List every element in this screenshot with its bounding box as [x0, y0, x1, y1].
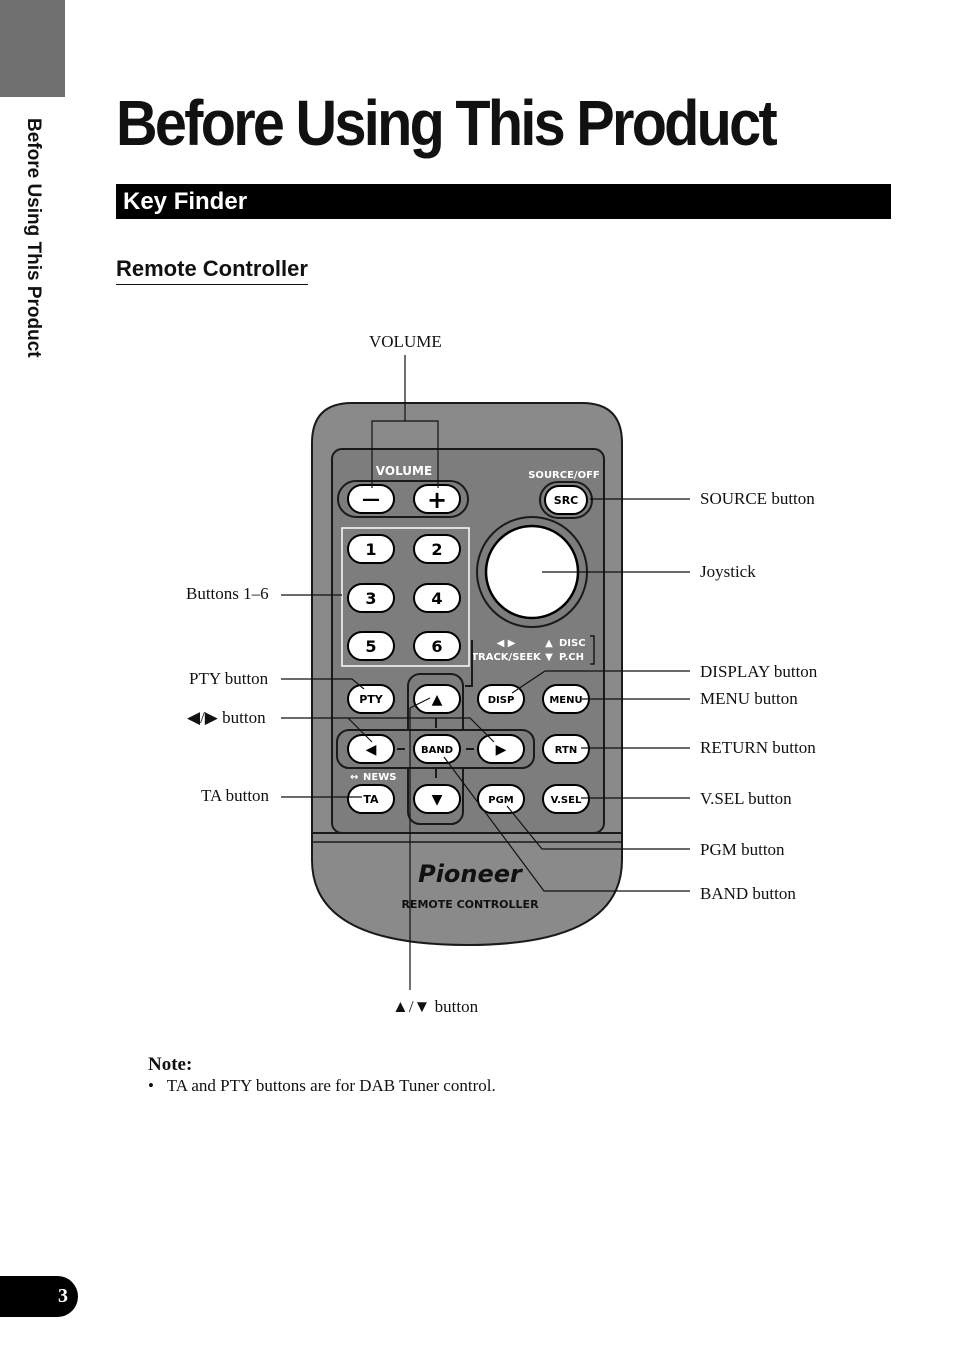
up-down-callout-line	[409, 697, 431, 990]
right-button	[477, 734, 525, 764]
callout-vsel-button: V.SEL button	[700, 789, 792, 808]
num-1-label: 1	[365, 540, 376, 559]
num-button-6	[413, 631, 461, 661]
rtn-button-label: RTN	[555, 745, 577, 756]
src-button-label: SRC	[554, 494, 578, 507]
display-callout-line	[511, 670, 690, 694]
num-2-label: 2	[431, 540, 442, 559]
callout-buttons-1-6: Buttons 1–6	[186, 584, 269, 603]
src-button	[544, 485, 588, 515]
pty-callout-line	[281, 678, 365, 690]
num-5-label: 5	[365, 637, 376, 656]
down-button-label: ▼	[432, 792, 443, 808]
num-4-label: 4	[431, 589, 442, 608]
panel-label-pch: P.CH	[559, 652, 584, 663]
pioneer-logo: Pioneer	[418, 860, 524, 888]
callout-ta-button: TA button	[201, 786, 270, 805]
callout-band-button: BAND button	[700, 884, 796, 903]
panel-label-source-off: SOURCE/OFF	[528, 470, 600, 481]
callout-return-button: RETURN button	[700, 738, 816, 757]
up-button	[413, 684, 461, 714]
callout-joystick: Joystick	[700, 562, 756, 581]
page-title: Before Using This Product	[116, 87, 778, 159]
pgm-button-label: PGM	[488, 795, 514, 806]
disc-up-glyph: ▲	[545, 638, 553, 649]
num-button-1	[347, 534, 395, 564]
callout-up-down-button: ▲/▼ button	[392, 997, 479, 1016]
news-arrow-glyph: ↔	[350, 772, 358, 783]
volume-callout-line	[371, 355, 439, 488]
note-item: • TA and PTY buttons are for DAB Tuner c…	[148, 1076, 496, 1095]
callout-source-button: SOURCE button	[700, 489, 815, 508]
num-button-3	[347, 583, 395, 613]
remote-model-label: REMOTE CONTROLLER	[401, 898, 539, 911]
ta-button	[347, 784, 395, 814]
up-button-label: ▲	[432, 692, 443, 708]
left-right-callout-line	[281, 717, 495, 743]
volume-minus-button	[347, 484, 395, 514]
left-button	[347, 734, 395, 764]
panel-label-disc: DISC	[559, 638, 586, 649]
pgm-callout-line	[506, 805, 690, 850]
band-button	[413, 734, 461, 764]
callout-pgm-button: PGM button	[700, 840, 785, 859]
left-button-label: ◀	[366, 742, 377, 758]
num-button-5	[347, 631, 395, 661]
right-button-label: ▶	[496, 742, 507, 758]
volume-plus-label: +	[427, 486, 447, 514]
num-button-4	[413, 583, 461, 613]
note-title: Note:	[148, 1054, 193, 1075]
vsel-button-label: V.SEL	[551, 795, 582, 806]
callout-lines	[281, 355, 690, 990]
page-number: 3	[0, 1276, 78, 1317]
num-button-2	[413, 534, 461, 564]
disp-button-label: DISP	[488, 695, 515, 706]
disc-down-glyph: ▼	[545, 652, 553, 663]
panel-label-news: NEWS	[363, 772, 396, 783]
callout-pty-button: PTY button	[189, 669, 269, 688]
volume-minus-label: —	[362, 489, 380, 510]
number-buttons-frame	[341, 527, 470, 667]
pgm-button	[477, 784, 525, 814]
down-button	[413, 784, 461, 814]
section-header-key-finder: Key Finder	[116, 184, 891, 219]
panel-label-track-seek: TRACK/SEEK	[471, 652, 542, 663]
side-tab	[0, 0, 65, 97]
ta-button-label: TA	[363, 793, 379, 806]
panel-label-volume: VOLUME	[376, 464, 432, 478]
rtn-button	[542, 734, 590, 764]
callout-left-right-button: ◀/▶ button	[187, 708, 266, 727]
pty-button	[347, 684, 395, 714]
menu-button-label: MENU	[549, 695, 582, 706]
pty-button-label: PTY	[359, 693, 384, 706]
callout-menu-button: MENU button	[700, 689, 798, 708]
callout-volume: VOLUME	[369, 332, 442, 351]
band-callout-line	[443, 756, 690, 892]
volume-plus-button	[413, 484, 461, 514]
track-arrows-glyph: ◀ ▶	[497, 638, 516, 649]
callout-display-button: DISPLAY button	[700, 662, 818, 681]
subsection-title-remote-controller: Remote Controller	[116, 256, 308, 285]
vsel-button	[542, 784, 590, 814]
num-6-label: 6	[431, 637, 442, 656]
band-button-label: BAND	[421, 745, 453, 756]
num-3-label: 3	[365, 589, 376, 608]
note-item-text: TA and PTY buttons are for DAB Tuner con…	[166, 1076, 496, 1095]
